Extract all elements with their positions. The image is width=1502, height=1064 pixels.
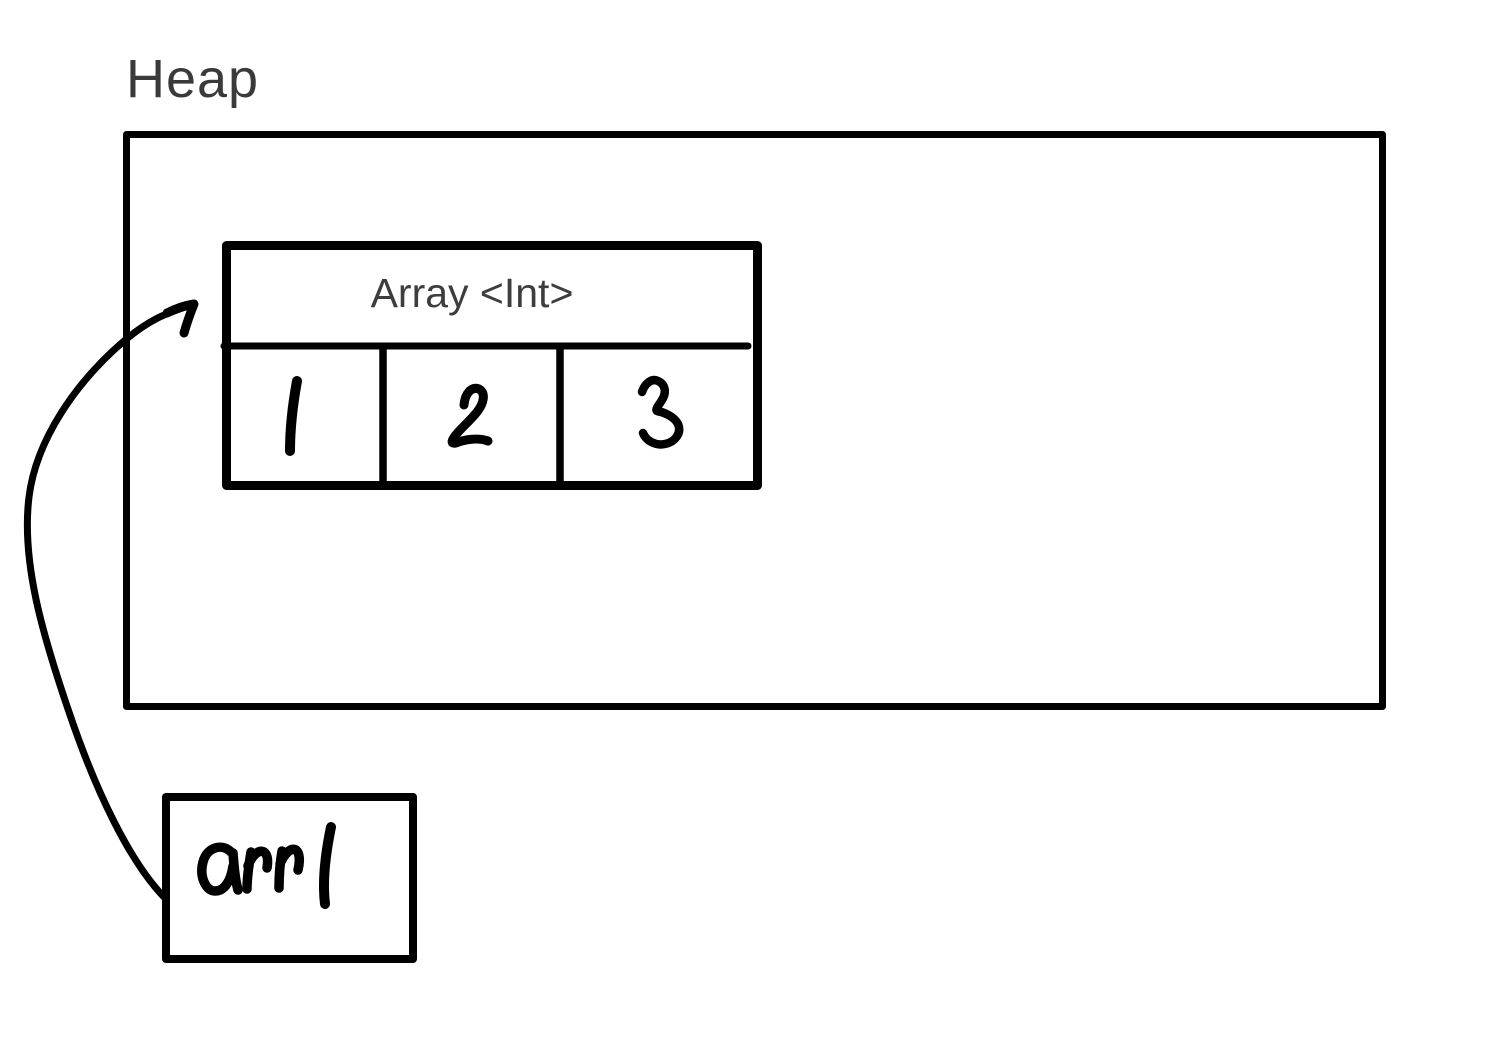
letter-a [197,842,243,896]
array-object-box [222,241,762,490]
handwritten-digit-2 [447,383,493,448]
handwritten-digit-3 [637,375,684,449]
arr1-handwritten-label [197,822,336,909]
pointer-arrow [23,299,199,901]
letter-r-2 [274,844,305,893]
letter-r-1 [242,846,273,894]
pointer-arrowhead-icon [162,299,199,338]
handwritten-digit-1 [285,376,302,456]
array-cell-values [285,375,684,456]
heap-box [123,131,1386,710]
heap-label: Heap [126,49,260,109]
pointer-arrow-shaft [23,302,192,901]
digit-1-stroke [318,822,336,909]
